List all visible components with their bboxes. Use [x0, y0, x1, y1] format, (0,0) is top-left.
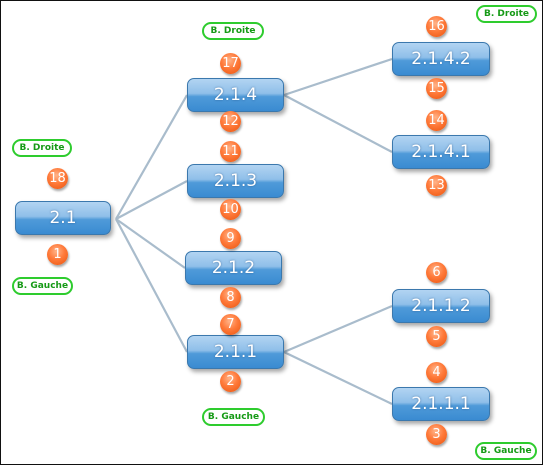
number-badge-6: 6: [426, 262, 447, 283]
tag-b-gauche-level2: B. Gauche: [202, 408, 265, 426]
link-2.1-to-2.1.3: [115, 180, 188, 220]
number-badge-9: 9: [220, 228, 241, 249]
link-2.1.4-to-2.1.4.1: [283, 94, 393, 153]
number-badge-15: 15: [426, 78, 447, 99]
link-2.1-to-2.1.4: [115, 94, 188, 220]
tag-b-gauche-level3: B. Gauche: [475, 442, 537, 460]
node-2.1.1.2[interactable]: 2.1.1.2: [392, 289, 490, 323]
node-2.1.2[interactable]: 2.1.2: [185, 251, 282, 285]
number-badge-1: 1: [47, 244, 68, 265]
number-badge-12: 12: [220, 111, 241, 132]
link-2.1-to-2.1.1: [115, 218, 188, 353]
node-2.1[interactable]: 2.1: [15, 201, 111, 235]
link-2.1.1-to-2.1.1.2: [283, 304, 393, 354]
number-badge-11: 11: [220, 141, 241, 162]
number-badge-17: 17: [220, 53, 241, 74]
link-2.1.1-to-2.1.1.1: [283, 351, 393, 405]
node-2.1.4.2[interactable]: 2.1.4.2: [392, 42, 490, 76]
node-2.1.4.1[interactable]: 2.1.4.1: [392, 135, 490, 169]
number-badge-10: 10: [220, 199, 241, 220]
number-badge-7: 7: [220, 314, 241, 335]
number-badge-8: 8: [220, 287, 241, 308]
number-badge-2: 2: [220, 371, 241, 392]
link-2.1.4-to-2.1.4.2: [283, 57, 393, 97]
tag-b-droite-root: B. Droite: [12, 139, 72, 157]
number-badge-3: 3: [426, 424, 447, 445]
number-badge-14: 14: [426, 110, 447, 131]
tag-b-droite-level2: B. Droite: [202, 22, 264, 40]
node-2.1.1.1[interactable]: 2.1.1.1: [392, 387, 490, 421]
number-badge-4: 4: [426, 362, 447, 383]
number-badge-5: 5: [426, 326, 447, 347]
tag-b-droite-level3: B. Droite: [476, 5, 537, 23]
number-badge-18: 18: [47, 168, 68, 189]
tag-b-gauche-root: B. Gauche: [12, 277, 73, 295]
number-badge-16: 16: [426, 16, 447, 37]
node-2.1.1[interactable]: 2.1.1: [187, 335, 284, 369]
link-2.1-to-2.1.2: [115, 218, 186, 269]
number-badge-13: 13: [426, 175, 447, 196]
node-2.1.4[interactable]: 2.1.4: [187, 78, 284, 112]
node-2.1.3[interactable]: 2.1.3: [187, 164, 284, 198]
